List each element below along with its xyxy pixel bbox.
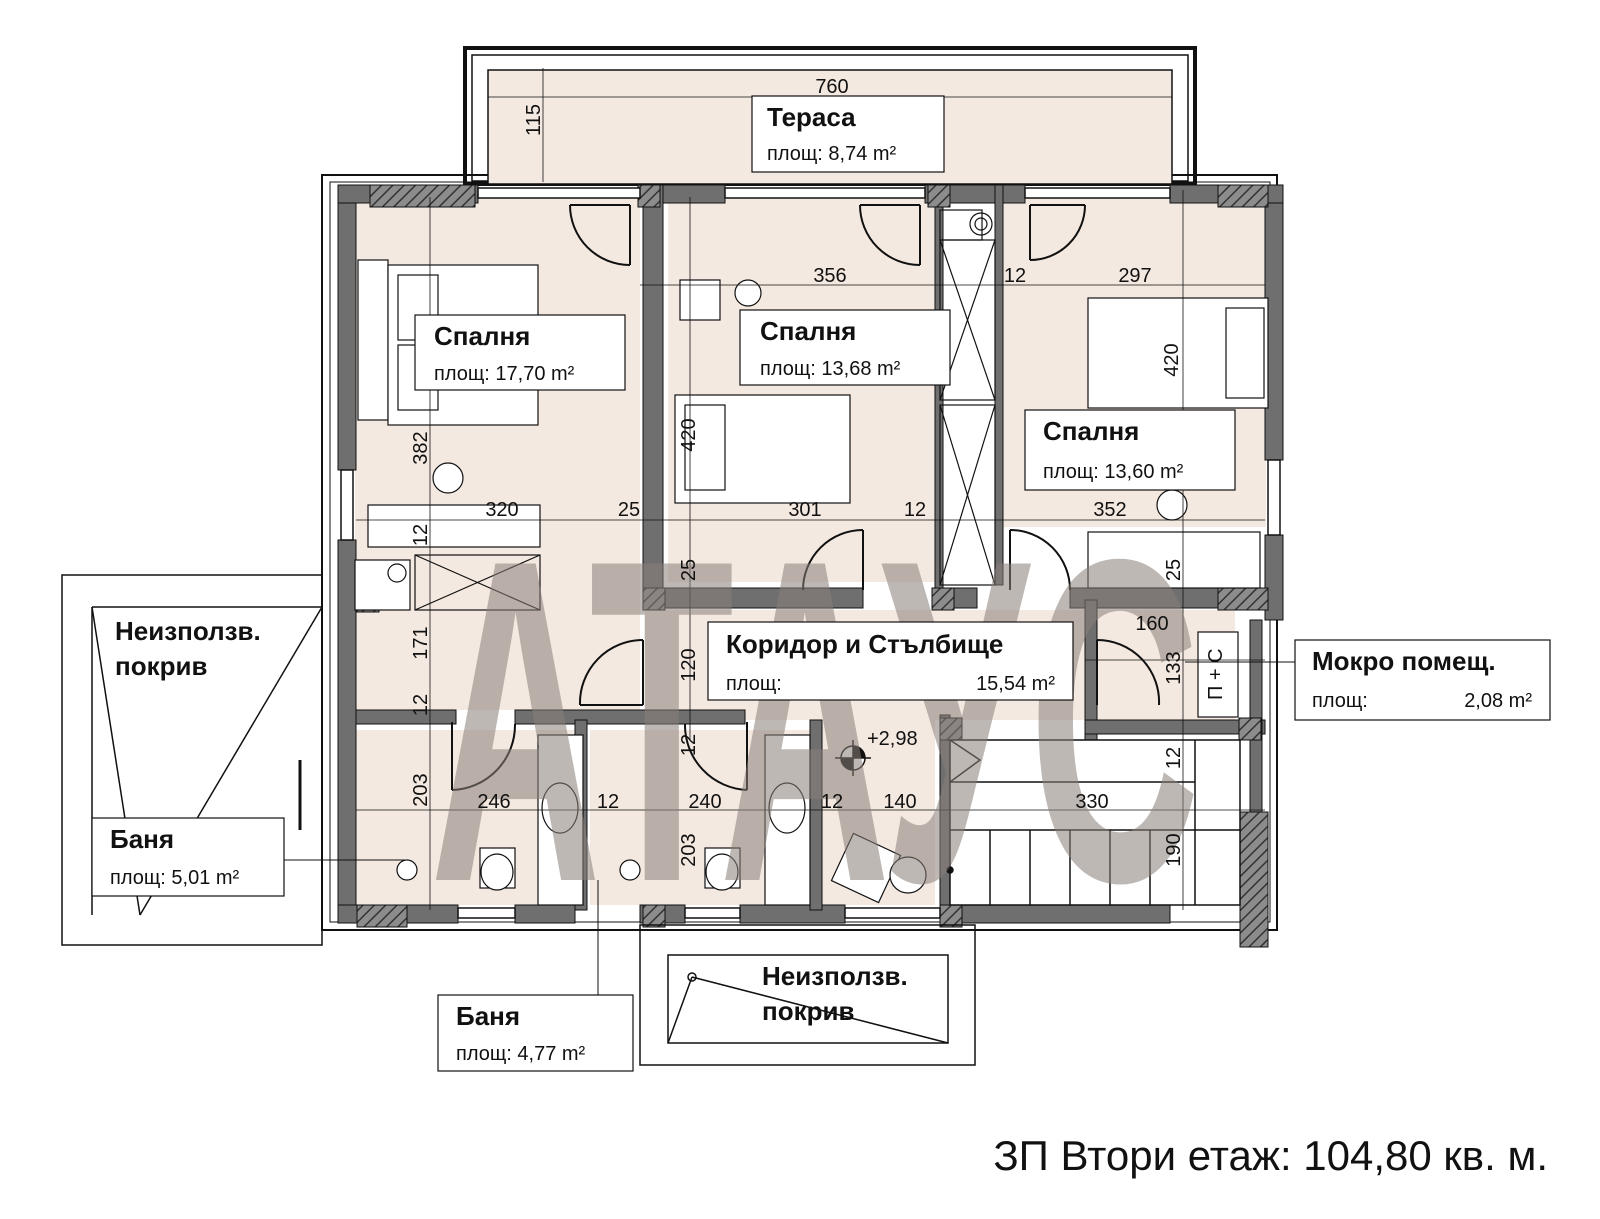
wet-room-area-label: площ: (1312, 690, 1368, 712)
dim-190: 190 (1163, 833, 1185, 866)
dim-12-g: 12 (597, 791, 619, 813)
roof-bottom-line1: Неизползв. (762, 961, 908, 991)
watermark-text: АТАУС (430, 465, 1200, 978)
bedroom-2-title: Спалня (760, 316, 856, 346)
level-marker (835, 740, 871, 776)
dim-203-a: 203 (410, 773, 432, 806)
roof-left-line2: покрив (115, 651, 207, 681)
dim-12-c: 12 (410, 524, 432, 546)
dim-140: 140 (883, 791, 916, 813)
wet-room-area-value: 2,08 m² (1464, 690, 1532, 712)
bedroom-3-title: Спалня (1043, 416, 1139, 446)
dim-133: 133 (1163, 651, 1185, 684)
staircase (946, 739, 1241, 906)
dim-12-b: 12 (904, 499, 926, 521)
dim-12-f: 12 (1163, 747, 1185, 769)
dim-203-b: 203 (678, 833, 700, 866)
dim-352: 352 (1093, 499, 1126, 521)
roof-bottom-line2: покрив (762, 996, 854, 1026)
corridor-title: Коридор и Стълбище (726, 629, 1003, 659)
bath-1-area: площ: 5,01 m² (110, 867, 240, 889)
dim-12-d: 12 (410, 694, 432, 716)
corridor-area-value: 15,54 m² (976, 673, 1055, 695)
dim-246: 246 (477, 791, 510, 813)
dim-297: 297 (1118, 265, 1151, 287)
dim-120: 120 (678, 648, 700, 681)
furniture (354, 259, 1269, 906)
label-boxes (91, 95, 1551, 1072)
dim-12-a: 12 (1004, 265, 1026, 287)
dim-240: 240 (688, 791, 721, 813)
dim-25-b: 25 (678, 559, 700, 581)
bedroom-2-area: площ: 13,68 m² (760, 358, 901, 380)
bath-2-title: Баня (456, 1001, 520, 1031)
level-mark-text: +2,98 (867, 728, 918, 750)
dim-382: 382 (410, 431, 432, 464)
dim-12-h: 12 (821, 791, 843, 813)
bath-1-title: Баня (110, 824, 174, 854)
bedroom-1-title: Спалня (434, 321, 530, 351)
dimension-lines (356, 68, 1265, 910)
dim-420-a: 420 (1161, 343, 1183, 376)
dim-330: 330 (1075, 791, 1108, 813)
windows (340, 187, 1281, 919)
bath-2-area: площ: 4,77 m² (456, 1043, 586, 1065)
fixture-label: П + С (1205, 648, 1227, 700)
dim-171: 171 (410, 626, 432, 659)
dim-420-b: 420 (678, 418, 700, 451)
floor-area-caption: ЗП Втори етаж: 104,80 кв. м. (993, 1132, 1548, 1179)
terrace-area: площ: 8,74 m² (767, 143, 897, 165)
dim-12-e: 12 (678, 734, 700, 756)
roof-left-line1: Неизползв. (115, 616, 261, 646)
dim-25-c: 25 (1163, 559, 1185, 581)
doors (451, 204, 1161, 791)
dim-25-a: 25 (618, 499, 640, 521)
wet-room-title: Мокро помещ. (1312, 646, 1496, 676)
bedroom-3-area: площ: 13,60 m² (1043, 461, 1184, 483)
dim-760: 760 (815, 76, 848, 98)
dim-301: 301 (788, 499, 821, 521)
dim-320: 320 (485, 499, 518, 521)
dim-160: 160 (1135, 613, 1168, 635)
corridor-area-label: площ: (726, 673, 782, 695)
bedroom-1-area: площ: 17,70 m² (434, 363, 575, 385)
dim-356: 356 (813, 265, 846, 287)
terrace-title: Тераса (767, 102, 856, 132)
roof-bottom-shape (639, 924, 976, 1066)
leader-lines (280, 661, 1295, 995)
dim-115: 115 (523, 104, 545, 136)
